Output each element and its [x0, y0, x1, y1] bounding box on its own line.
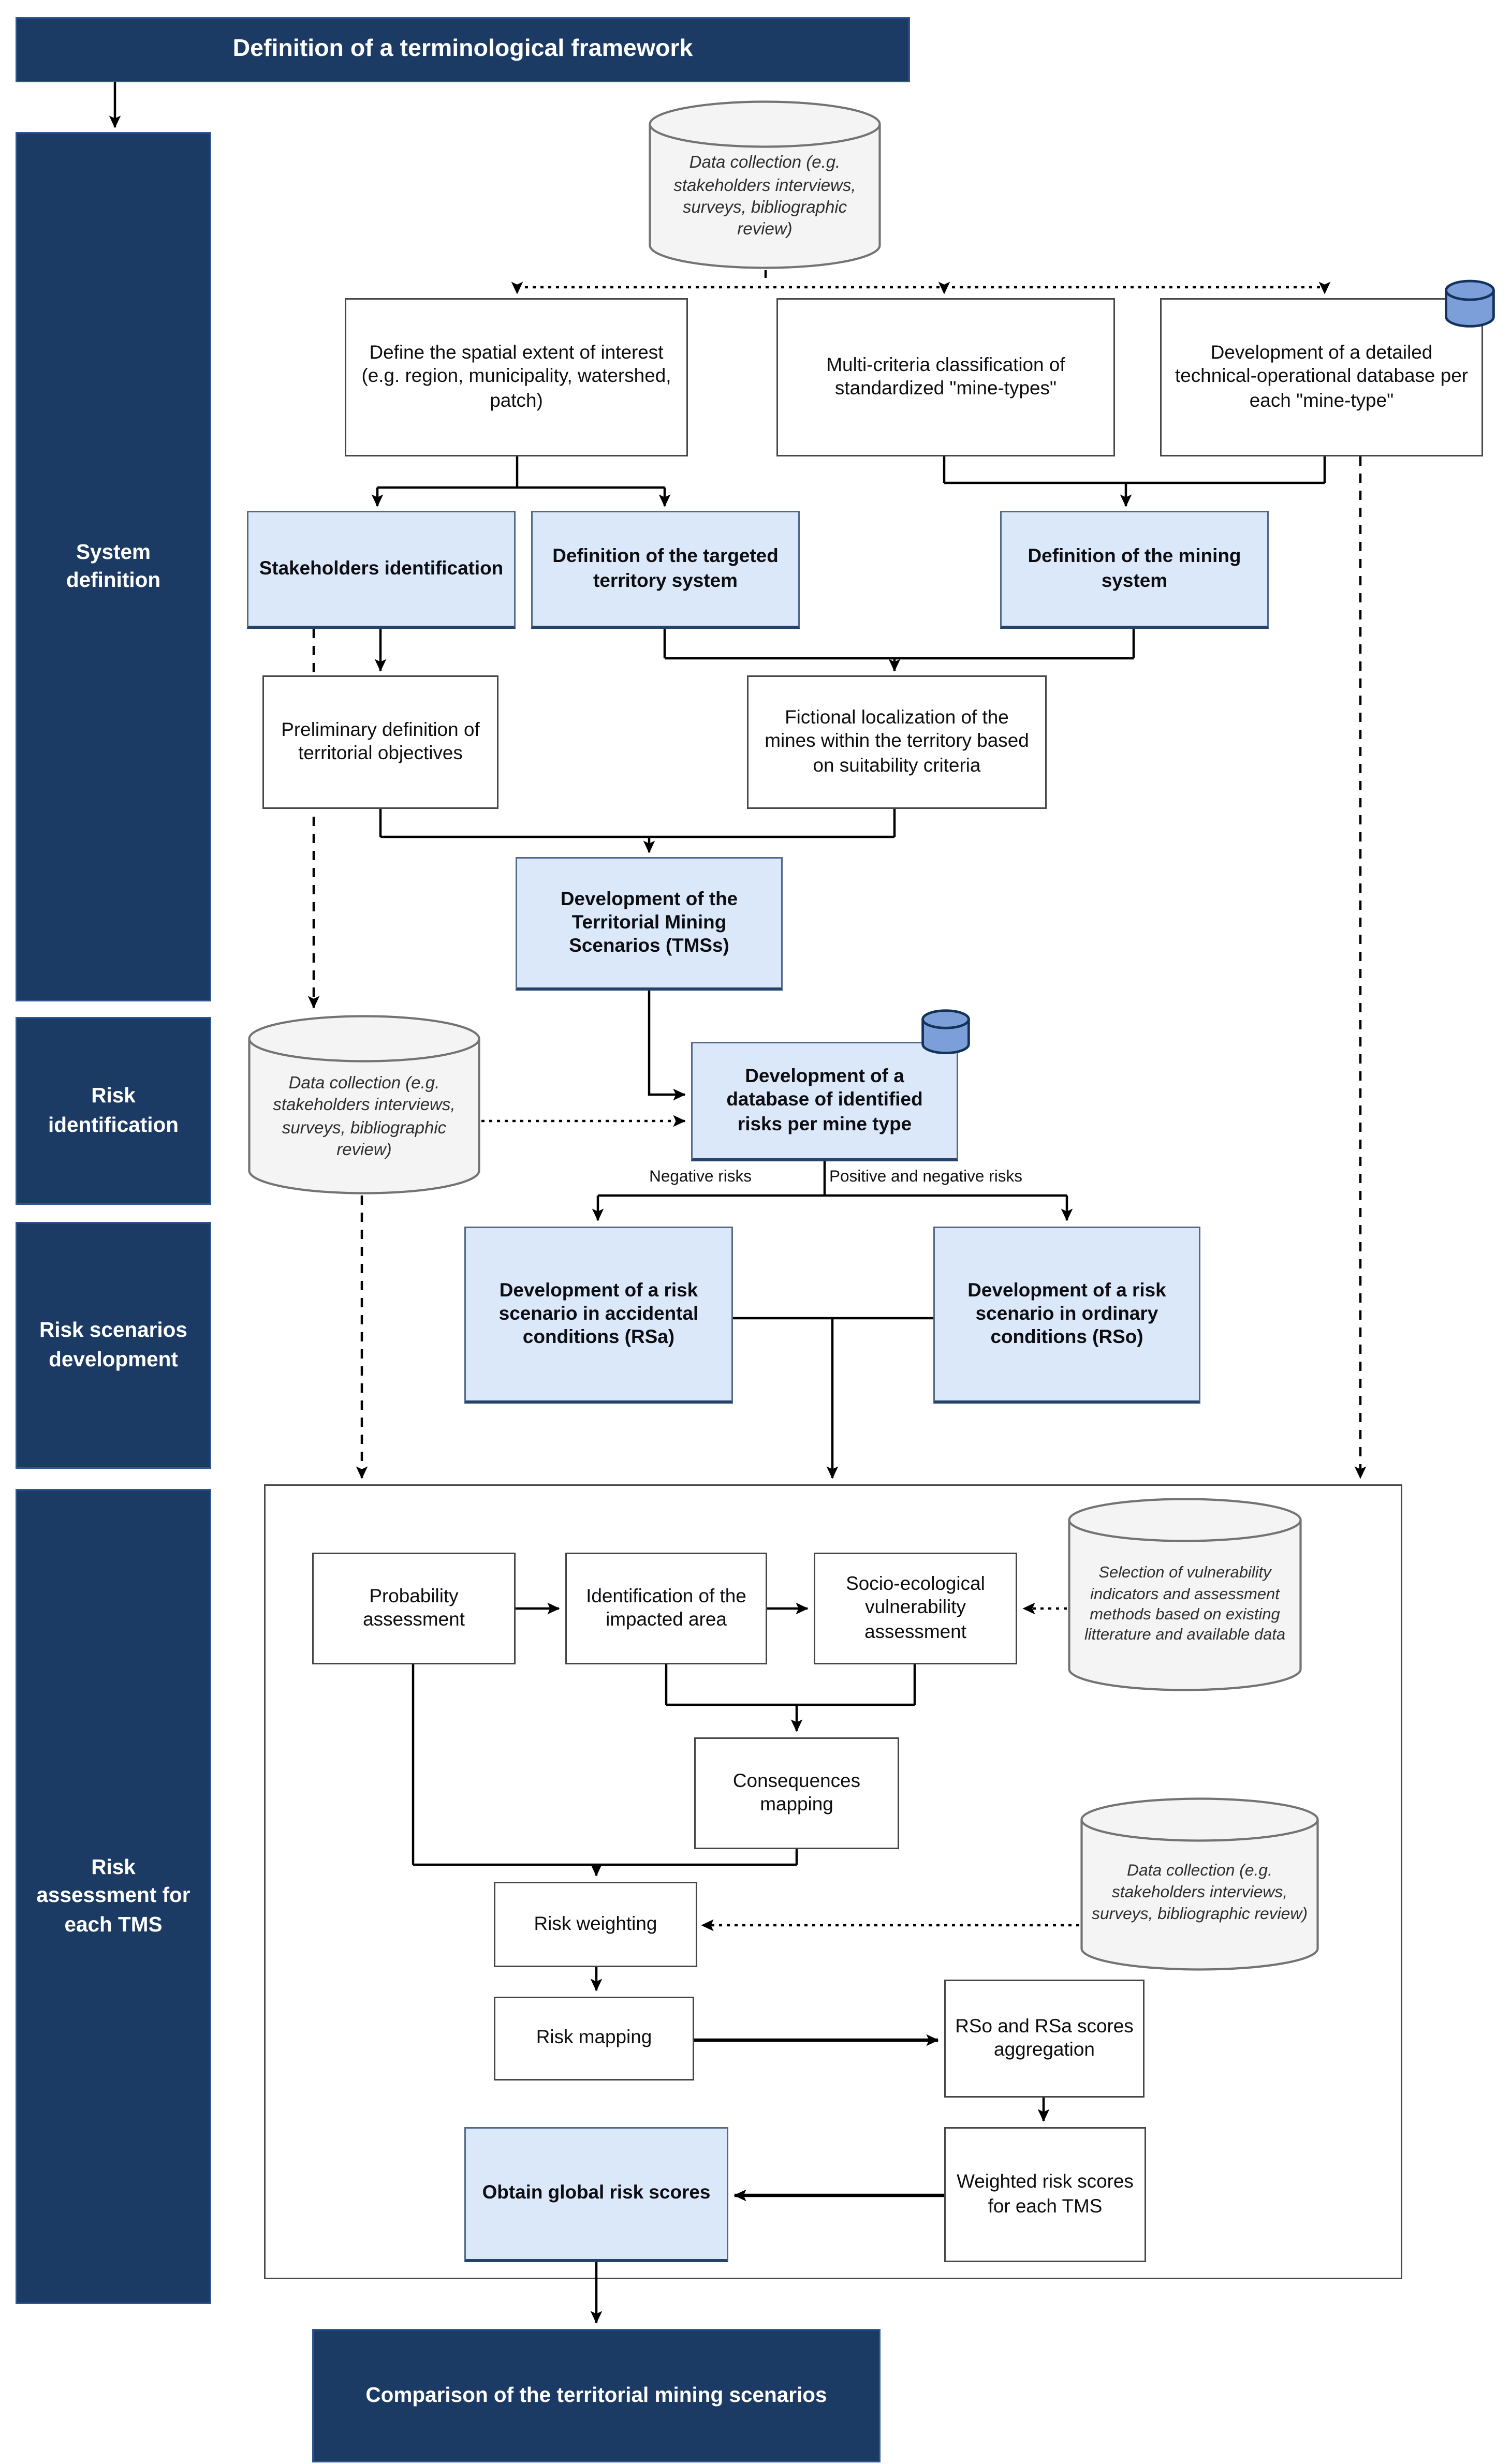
node-risk-mapping: Risk mapping [494, 1997, 694, 2081]
node-probability-assessment: Probability assessment [312, 1553, 516, 1664]
risk-assessment-container [264, 1484, 1402, 2279]
node-definition-targeted-territory-system: Definition of the targeted territory sys… [531, 511, 800, 629]
cylinder-label: Selection of vulnerability indicators an… [1084, 1565, 1286, 1645]
cylinder-label: Data collection (e.g. stakeholders inter… [1092, 1862, 1308, 1924]
node-consequences-mapping: Consequences mapping [694, 1737, 899, 1849]
sidebar-phase-system-definition: System definition [16, 132, 211, 1001]
node-technical-operational-database: Development of a detailed technical-oper… [1160, 298, 1483, 456]
node-comparison-territorial-mining-scenarios: Comparison of the territorial mining sce… [312, 2329, 881, 2462]
node-preliminary-territorial-objectives: Preliminary definition of territorial ob… [262, 675, 498, 809]
sidebar-phase-risk-identification: Risk identification [16, 1017, 211, 1205]
cylinder-shape-icon [649, 100, 881, 269]
vulnerability-selection-cylinder: Selection of vulnerability indicators an… [1067, 1497, 1303, 1692]
node-stakeholders-identification: Stakeholders identification [247, 511, 516, 629]
sidebar-phase-risk-assessment: Risk assessment for each TMS [16, 1489, 211, 2304]
cylinder-label: Data collection (e.g. stakeholders inter… [273, 1074, 456, 1160]
data-collection-cylinder-top: Data collection (e.g. stakeholders inter… [648, 99, 882, 270]
edge-label-positive-negative-risks: Positive and negative risks [829, 1168, 1022, 1186]
database-icon [1444, 279, 1495, 328]
node-weighted-risk-scores: Weighted risk scores for each TMS [944, 2127, 1146, 2262]
node-risk-scenario-ordinary-rso: Development of a risk scenario in ordina… [933, 1227, 1200, 1404]
node-socio-ecological-vulnerability: Socio-ecological vulnerability assessmen… [814, 1553, 1017, 1664]
page-title: Definition of a terminological framework [16, 17, 910, 82]
node-tms-development: Development of the Territorial Mining Sc… [516, 857, 783, 991]
data-collection-cylinder-risk: Data collection (e.g. stakeholders inter… [247, 1014, 481, 1196]
node-global-risk-scores: Obtain global risk scores [464, 2127, 728, 2262]
node-risk-database: Development of a database of identified … [691, 1042, 958, 1161]
node-risk-scenario-accidental-rsa: Development of a risk scenario in accide… [464, 1227, 733, 1404]
node-define-spatial-extent: Define the spatial extent of interest (e… [345, 298, 688, 456]
data-collection-cylinder-weighting: Data collection (e.g. stakeholders inter… [1079, 1796, 1320, 1972]
node-definition-mining-system: Definition of the mining system [1000, 511, 1269, 629]
database-icon [921, 1009, 971, 1054]
node-risk-weighting: Risk weighting [494, 1882, 697, 1967]
node-multi-criteria-classification: Multi-criteria classification of standar… [776, 298, 1115, 456]
cylinder-label: Data collection (e.g. stakeholders inter… [673, 154, 856, 240]
sidebar-phase-risk-scenarios-development: Risk scenarios development [16, 1222, 211, 1469]
node-impacted-area-identification: Identification of the impacted area [565, 1553, 767, 1664]
node-rso-rsa-scores-aggregation: RSo and RSa scores aggregation [944, 1980, 1145, 2098]
node-fictional-localization: Fictional localization of the mines with… [747, 675, 1047, 809]
edge-label-negative-risks: Negative risks [649, 1168, 752, 1186]
